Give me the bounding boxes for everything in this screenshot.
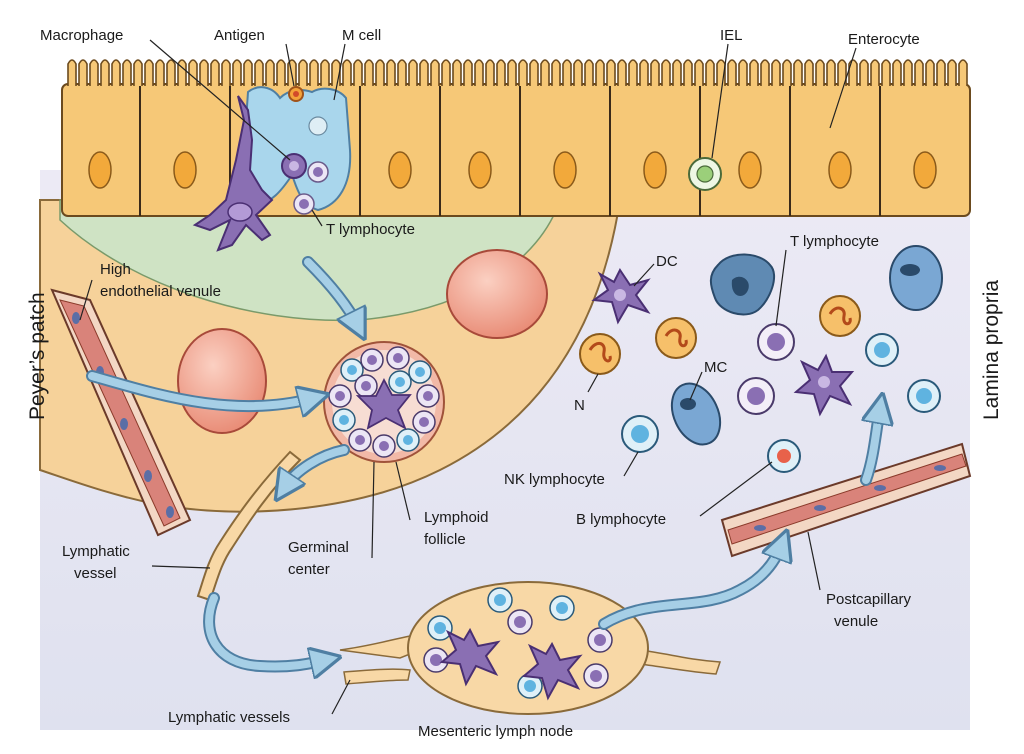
macrophage-cell [192, 95, 274, 252]
epithelium [61, 59, 971, 217]
label-iel: IEL [720, 27, 743, 44]
m-cell-vesicle [308, 116, 328, 136]
label-antigen: Antigen [214, 27, 265, 44]
iel-cell [688, 157, 722, 191]
labels: Macrophage Antigen M cell IEL Enterocyte… [26, 27, 1003, 740]
label-dc: DC [656, 253, 678, 270]
label-mesenteric-lymph-node: Mesenteric lymph node [418, 723, 573, 740]
label-high-endothelial-venule-1: High [100, 261, 131, 278]
label-lamina-propria: Lamina propria [980, 280, 1003, 420]
label-t-lymphocyte-right: T lymphocyte [790, 233, 879, 250]
mesenteric-lymph-node [339, 581, 722, 715]
blood-cell [446, 249, 548, 339]
label-germinal-center-1: Germinal [288, 539, 349, 556]
leader-lines [79, 39, 857, 715]
mast-cell-mc [670, 382, 722, 446]
macrophage-lp [709, 253, 776, 316]
label-mc: MC [704, 359, 727, 376]
label-n: N [574, 397, 585, 414]
neutrophil [579, 333, 621, 375]
label-enterocyte: Enterocyte [848, 31, 920, 48]
b-lymphocyte-cell [767, 439, 801, 473]
dendritic-cell-lp [591, 268, 651, 325]
label-postcapillary-venule-2: venule [834, 613, 878, 630]
dendritic-cell-lp-2 [793, 353, 855, 417]
label-high-endothelial-venule-2: endothelial venule [100, 283, 221, 300]
neutrophil [819, 295, 861, 337]
plasma-cells [865, 333, 941, 413]
enterocyte-nuclei [88, 151, 937, 189]
label-nk-lymphocyte: NK lymphocyte [504, 471, 605, 488]
label-macrophage: Macrophage [40, 27, 123, 44]
label-lymphatic-vessels: Lymphatic vessels [168, 709, 290, 726]
blood-cell [177, 328, 267, 434]
high-endothelial-venule [50, 288, 192, 537]
label-germinal-center-2: center [288, 561, 330, 578]
nk-lymphocyte-cell [621, 415, 659, 453]
label-b-lymphocyte: B lymphocyte [576, 511, 666, 528]
label-lymphoid-follicle-2: follicle [424, 531, 466, 548]
mast-cell [889, 245, 943, 311]
t-lymphocyte-lp [737, 377, 775, 415]
label-postcapillary-venule-1: Postcapillary [826, 591, 912, 608]
lymphoid-follicle [323, 341, 445, 463]
label-t-lymphocyte-top: T lymphocyte [326, 221, 415, 238]
label-m-cell: M cell [342, 27, 381, 44]
t-lymphocyte-lp [757, 323, 795, 361]
lymphocyte-in-m-cell [281, 153, 329, 215]
label-lymphoid-follicle-1: Lymphoid [424, 509, 488, 526]
neutrophil [655, 317, 697, 359]
label-lymphatic-vessel-1: Lymphatic [62, 543, 130, 560]
label-lymphatic-vessel-2: vessel [74, 565, 117, 582]
microvilli [67, 59, 968, 86]
label-peyers-patch: Peyer’s patch [26, 292, 49, 420]
migration-arrows [86, 256, 880, 667]
